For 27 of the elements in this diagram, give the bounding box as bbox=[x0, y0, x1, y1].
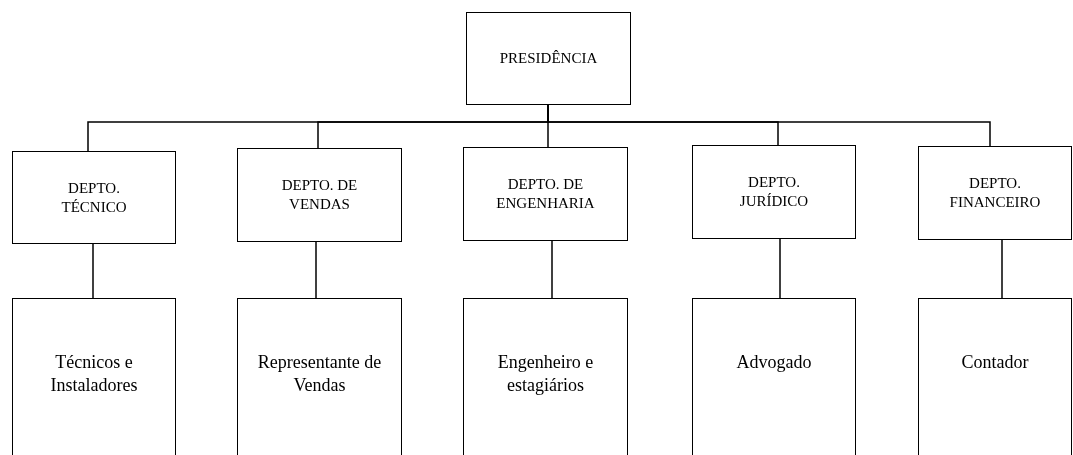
org-box bbox=[12, 151, 176, 244]
org-box bbox=[12, 298, 176, 455]
box-label: PRESIDÊNCIA bbox=[498, 49, 599, 68]
connector-line bbox=[92, 243, 94, 299]
org-box bbox=[237, 148, 402, 242]
box-label: DEPTO. TÉCNICO bbox=[60, 178, 128, 217]
org-box bbox=[463, 298, 628, 455]
box-label: Técnicos e Instaladores bbox=[49, 351, 139, 396]
box-label: DEPTO. FINANCEIRO bbox=[948, 174, 1042, 212]
org-box bbox=[692, 298, 856, 455]
connector-line bbox=[1001, 239, 1003, 299]
org-box bbox=[466, 12, 631, 105]
connector-line bbox=[779, 238, 781, 299]
org-box bbox=[918, 146, 1072, 240]
box-label: Advogado bbox=[735, 351, 813, 374]
org-box bbox=[463, 147, 628, 241]
box-label: Engenheiro e estagiários bbox=[496, 351, 595, 396]
box-label: Contador bbox=[960, 351, 1030, 374]
org-box bbox=[918, 298, 1072, 455]
box-label: DEPTO. JURÍDICO bbox=[738, 173, 810, 211]
box-label: Representante de Vendas bbox=[256, 351, 383, 396]
connector-line bbox=[551, 240, 553, 299]
box-label: DEPTO. DE VENDAS bbox=[280, 176, 359, 214]
org-box bbox=[692, 145, 856, 239]
box-label: DEPTO. DE ENGENHARIA bbox=[495, 175, 596, 213]
org-box bbox=[237, 298, 402, 455]
connector-line bbox=[315, 241, 317, 299]
